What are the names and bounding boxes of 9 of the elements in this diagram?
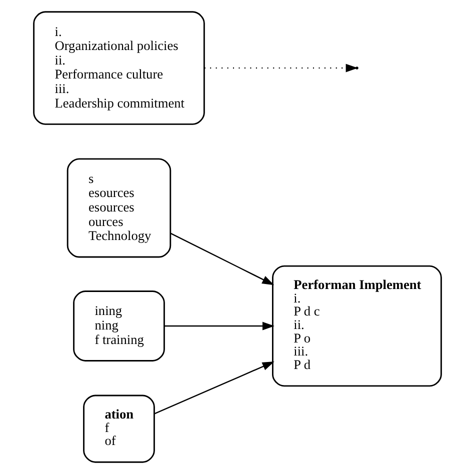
arrow (170, 232, 274, 286)
node-box: ining ning f training (72, 290, 164, 362)
node-box: s esources esources ources Technology (66, 158, 171, 258)
node-box: ation f of (82, 394, 154, 463)
arrow (154, 362, 274, 414)
arrow (204, 64, 358, 72)
node-box: Performan Implement i. P d c ii. P o iii. P d (272, 265, 442, 387)
arrow (164, 322, 274, 330)
node-box: i. Organizational policies ii. Performance culture iii. Leadership commitment (32, 11, 204, 125)
